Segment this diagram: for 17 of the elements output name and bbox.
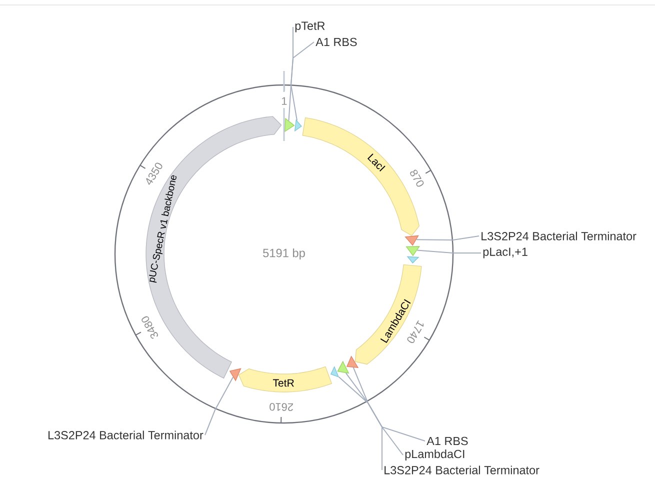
leader-line xyxy=(290,42,314,121)
feature-label: A1 RBS xyxy=(426,436,468,446)
leader-line xyxy=(416,250,482,254)
feature-label: L3S2P24 Bacterial Terminator xyxy=(384,466,540,474)
feature-label: L3S2P24 Bacterial Terminator xyxy=(482,232,636,240)
feature-label: pTetR xyxy=(295,22,325,32)
feature-label: pLacI,+1 xyxy=(483,248,528,258)
feature-label: A1 RBS xyxy=(316,38,357,46)
feature-label: pLambdaCI xyxy=(405,450,464,460)
feature-label: L3S2P24 Bacterial Terminator xyxy=(48,430,204,440)
tick-label: 1 xyxy=(282,97,287,105)
leader-line xyxy=(416,236,480,241)
leader-line xyxy=(338,376,426,442)
leader-line xyxy=(288,26,294,122)
leader-line xyxy=(352,367,382,470)
tick-label: 2610 xyxy=(270,402,294,411)
leader-line xyxy=(345,372,404,456)
